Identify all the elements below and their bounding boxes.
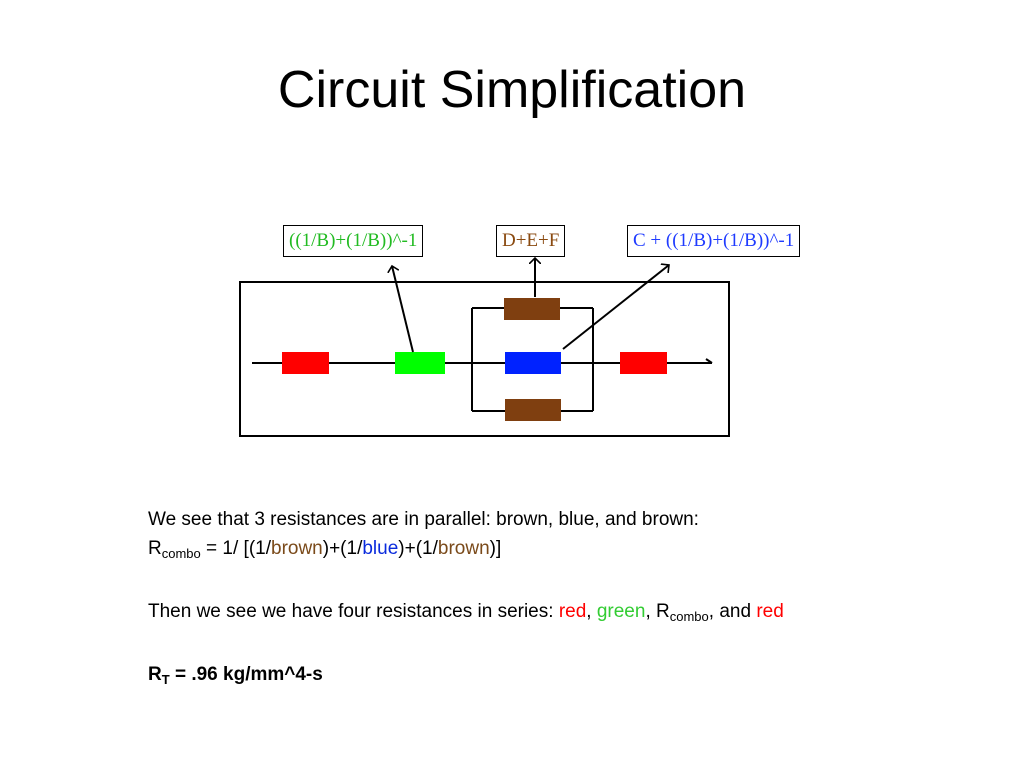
- formula-mid-2: )+(1/: [398, 538, 438, 559]
- formula-mid-1: )+(1/: [322, 538, 363, 559]
- total-resistance: RT = .96 kg/mm^4-s: [148, 660, 968, 694]
- formula-end: )]: [489, 538, 502, 559]
- rcombo-subscript: combo: [161, 546, 201, 561]
- arrow-to-blue-label: [562, 265, 669, 350]
- explanation-text: We see that 3 resistances are in paralle…: [148, 505, 968, 694]
- rt-r: R: [148, 664, 162, 685]
- resistor-red-right: [620, 352, 667, 374]
- series-comma-2: ,: [645, 601, 657, 622]
- label-brown-sum: D+E+F: [496, 225, 566, 257]
- resistor-brown-bottom: [505, 399, 561, 421]
- formula-brown-2: brown: [437, 538, 490, 559]
- spacer: [148, 568, 968, 597]
- label-blue-combo: C + ((1/B)+(1/B))^-1: [627, 225, 801, 257]
- circuit-diagram: ((1/B)+(1/B))^-1 D+E+F C + ((1/B)+(1/B))…: [230, 218, 830, 448]
- rcombo-eq: = 1/ [(1/: [200, 538, 271, 559]
- series-green: green: [596, 601, 646, 622]
- rcombo-formula: Rcombo = 1/ [(1/brown)+(1/blue)+(1/brown…: [148, 534, 968, 568]
- circuit-svg: [239, 218, 730, 437]
- formula-blue: blue: [362, 538, 399, 559]
- series-subscript: combo: [669, 609, 709, 624]
- parallel-sentence: We see that 3 resistances are in paralle…: [148, 509, 699, 530]
- series-red-2: red: [756, 601, 784, 622]
- resistor-red-left: [282, 352, 329, 374]
- series-sentence: Then we see we have four resistances in …: [148, 597, 968, 631]
- series-r: R: [656, 601, 670, 622]
- resistor-brown-top: [504, 298, 560, 320]
- arrow-to-green-label: [392, 266, 414, 353]
- resistor-blue: [505, 352, 561, 374]
- wire-end-tick: [705, 358, 713, 364]
- rt-value: = .96 kg/mm^4-s: [169, 664, 323, 685]
- resistor-green: [395, 352, 445, 374]
- series-and: , and: [708, 601, 757, 622]
- formula-brown-1: brown: [271, 538, 323, 559]
- slide-title: Circuit Simplification: [277, 61, 747, 119]
- series-comma-1: ,: [586, 601, 597, 622]
- rcombo-r: R: [148, 538, 162, 559]
- spacer: [148, 631, 968, 660]
- series-red-1: red: [558, 601, 587, 622]
- series-prefix: Then we see we have four resistances in …: [148, 601, 559, 622]
- label-green-combo: ((1/B)+(1/B))^-1: [283, 225, 424, 257]
- rt-subscript: T: [161, 672, 170, 687]
- circuit-frame: [239, 281, 730, 437]
